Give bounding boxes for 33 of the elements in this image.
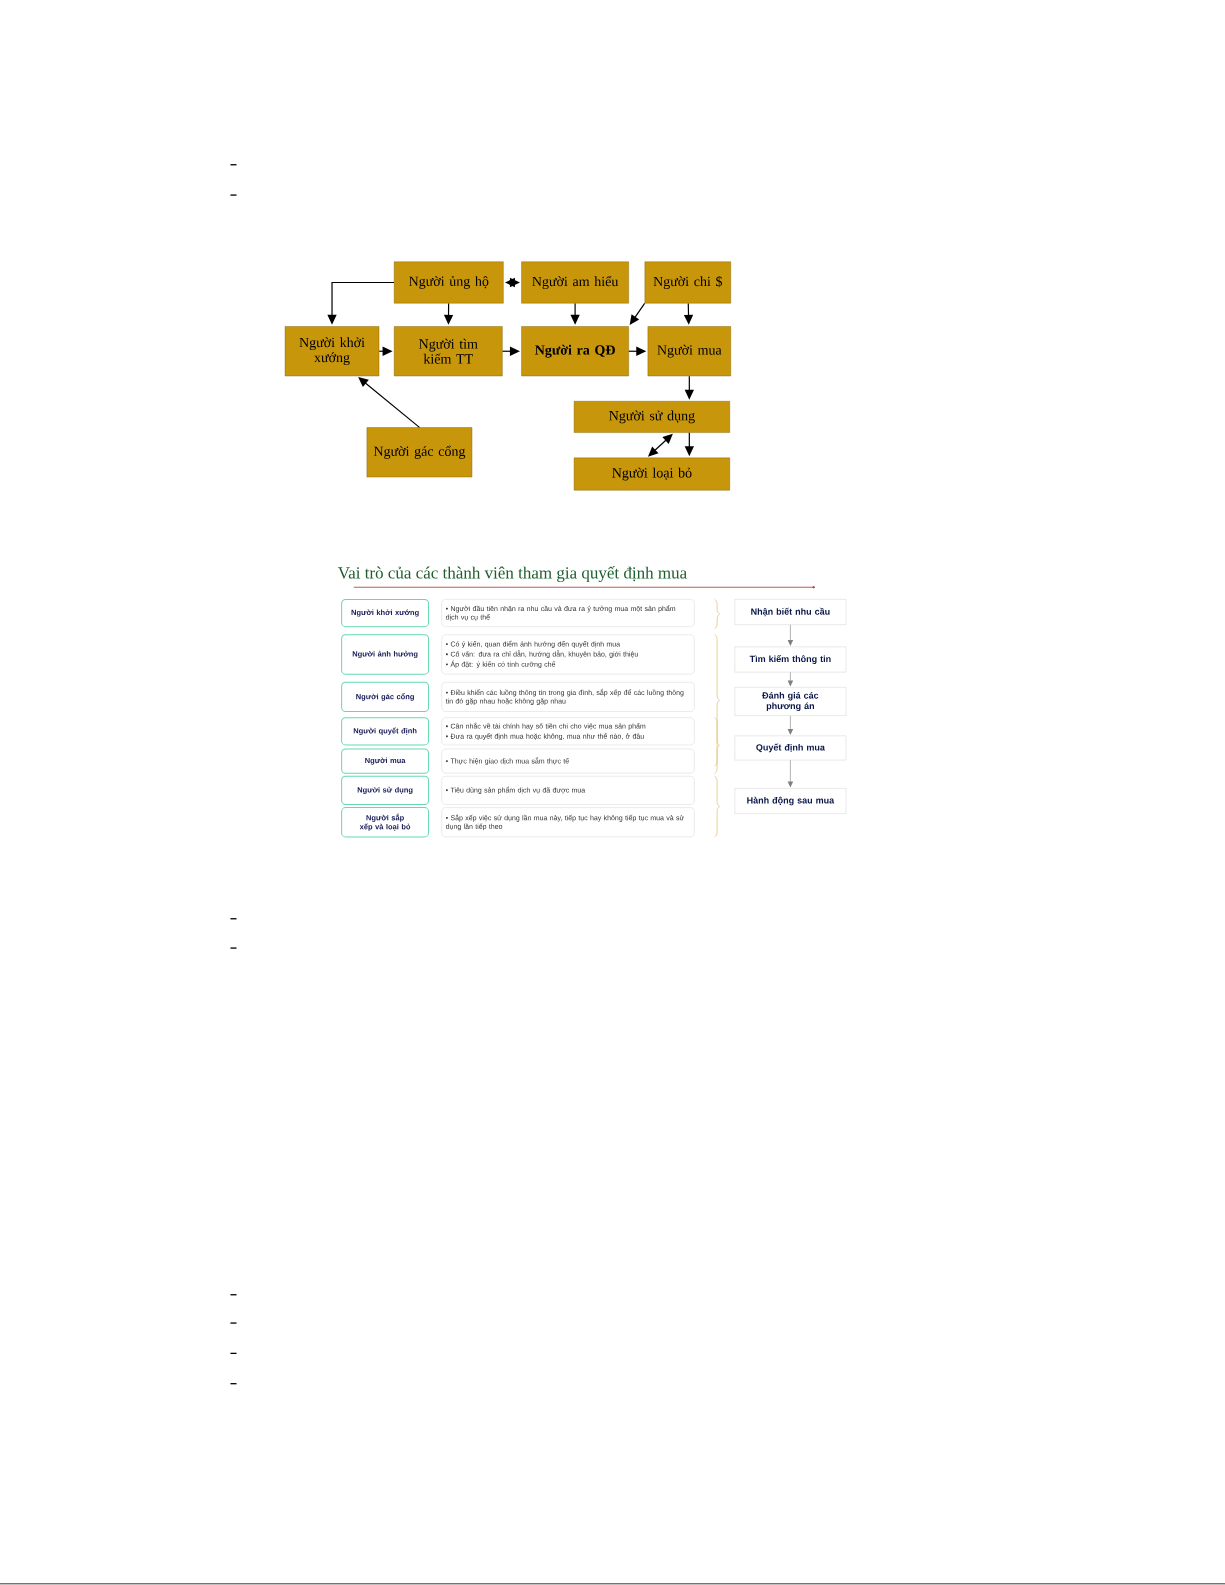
- role-box: Người ủng hộ: [394, 261, 504, 304]
- arrow: [683, 302, 694, 325]
- arrow: [504, 277, 520, 288]
- arrow: [358, 377, 421, 428]
- arrow: [629, 302, 646, 326]
- role-box: Người loại bỏ: [573, 457, 730, 491]
- arrow: [628, 346, 647, 356]
- role-box: Người mua: [647, 326, 731, 377]
- arrow: [378, 346, 393, 356]
- arrow: [787, 672, 794, 687]
- arrow: [787, 760, 794, 788]
- role-box: Người chi $: [644, 261, 731, 304]
- arrow: [570, 302, 580, 325]
- role-box: Người sử dụng: [573, 401, 730, 433]
- stage-box: Tìm kiếm thông tin: [734, 646, 847, 673]
- stage-box: Đánh giá các phương án: [734, 687, 847, 716]
- role-box: Người khởi xướng: [284, 326, 380, 377]
- arrow: [684, 375, 694, 400]
- arrow: [647, 433, 673, 457]
- role-box: Người tìm kiếm TT: [394, 326, 503, 377]
- role-box: Người ra QĐ: [521, 326, 629, 377]
- arrow: [501, 346, 520, 356]
- arrow: [787, 624, 794, 646]
- arrow: [787, 715, 794, 735]
- stage-box: Nhận biết nhu cầu: [734, 599, 847, 625]
- role-box: Người gác cổng: [366, 427, 473, 478]
- role-box: Người am hiểu: [521, 261, 629, 304]
- arrow: [684, 432, 694, 457]
- heading: Vai trò của các thành viên tham gia quyết định mua: [337, 566, 687, 583]
- stage-box: Quyết định mua: [734, 735, 847, 761]
- stage-box: Hành động sau mua: [734, 788, 847, 814]
- arrow: [443, 302, 454, 325]
- arrow: [327, 281, 395, 325]
